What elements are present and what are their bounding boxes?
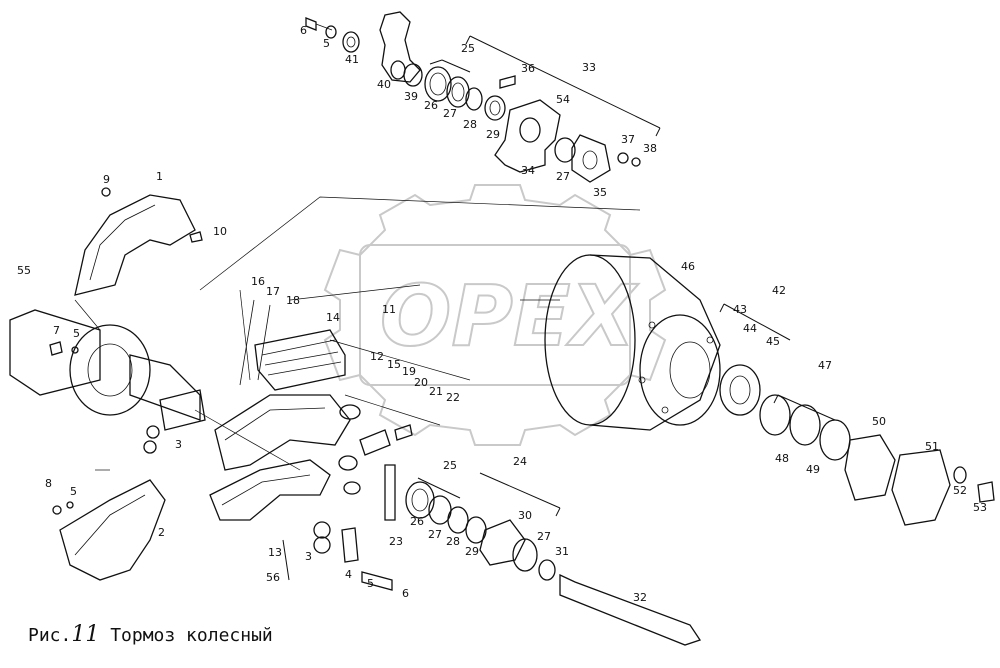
callout-c6a: 6 xyxy=(300,24,307,37)
callout-c45: 45 xyxy=(766,335,780,348)
callout-c5c: 5 xyxy=(70,485,77,498)
group-brackets xyxy=(282,35,836,581)
callout-c3a: 3 xyxy=(175,438,182,451)
callout-c32: 32 xyxy=(633,591,647,604)
dust-shield-upper xyxy=(74,187,203,296)
callout-c17: 17 xyxy=(266,285,280,298)
callout-c19: 19 xyxy=(402,365,416,378)
callout-c35: 35 xyxy=(593,186,607,199)
callout-c12: 12 xyxy=(370,350,384,363)
brake-drum xyxy=(544,254,761,431)
callout-c41: 41 xyxy=(345,53,359,66)
callout-c16: 16 xyxy=(251,275,265,288)
callout-c36: 36 xyxy=(521,62,535,75)
top-assembly xyxy=(305,11,641,183)
callout-c30: 30 xyxy=(518,509,532,522)
callout-c51: 51 xyxy=(925,440,939,453)
callout-c6b: 6 xyxy=(402,587,409,600)
callout-c50: 50 xyxy=(872,415,886,428)
callout-c20: 20 xyxy=(414,376,428,389)
callout-c8: 8 xyxy=(45,477,52,490)
callout-c55: 55 xyxy=(17,264,31,277)
callout-c28a: 28 xyxy=(463,118,477,131)
callout-c27a: 27 xyxy=(443,107,457,120)
callout-c37: 37 xyxy=(621,133,635,146)
callout-c15: 15 xyxy=(387,358,401,371)
caption-number: 11 xyxy=(71,622,100,647)
figure-caption: Рис.11 Тормоз колесный xyxy=(28,622,273,647)
dust-shield-lower xyxy=(52,479,166,581)
brake-shoes xyxy=(209,299,413,591)
callout-c9: 9 xyxy=(103,173,110,186)
callout-c11: 11 xyxy=(382,303,396,316)
callout-c39: 39 xyxy=(404,90,418,103)
callout-c3b: 3 xyxy=(305,550,312,563)
callout-c52: 52 xyxy=(953,484,967,497)
callout-c25b: 25 xyxy=(443,459,457,472)
callout-c13: 13 xyxy=(268,546,282,559)
callout-c24: 24 xyxy=(513,455,527,468)
callout-c29b: 29 xyxy=(465,545,479,558)
callout-c43: 43 xyxy=(733,303,747,316)
callout-c33: 33 xyxy=(582,61,596,74)
caption-prefix: Рис. xyxy=(28,625,72,646)
leader-lines xyxy=(74,196,641,471)
callout-c26a: 26 xyxy=(424,99,438,112)
callout-c42: 42 xyxy=(772,284,786,297)
axle-housing xyxy=(9,309,206,454)
callout-c26b: 26 xyxy=(410,515,424,528)
callout-c46: 46 xyxy=(681,260,695,273)
callout-c5b: 5 xyxy=(73,327,80,340)
callout-c40: 40 xyxy=(377,78,391,91)
callout-c31: 31 xyxy=(555,545,569,558)
callout-c44: 44 xyxy=(743,322,757,335)
callout-c56: 56 xyxy=(266,571,280,584)
callout-c34: 34 xyxy=(521,164,535,177)
callout-c27c: 27 xyxy=(428,528,442,541)
callout-c54: 54 xyxy=(556,93,570,106)
callout-c27d: 27 xyxy=(537,530,551,543)
callout-c18: 18 xyxy=(286,294,300,307)
callout-c23: 23 xyxy=(389,535,403,548)
callout-c53: 53 xyxy=(973,501,987,514)
callout-c7: 7 xyxy=(53,324,60,337)
callout-c1: 1 xyxy=(156,170,163,183)
callout-c14: 14 xyxy=(326,311,340,324)
watermark-text: OPEX xyxy=(380,267,639,365)
callout-c2: 2 xyxy=(158,526,165,539)
callout-c28b: 28 xyxy=(446,535,460,548)
caption-title: Тормоз колесный xyxy=(110,625,273,646)
callout-c10: 10 xyxy=(213,225,227,238)
callout-c29: 29 xyxy=(486,128,500,141)
callout-c22: 22 xyxy=(446,391,460,404)
callout-c5d: 5 xyxy=(367,577,374,590)
callout-c21: 21 xyxy=(429,385,443,398)
camshaft-bearings xyxy=(405,481,702,646)
callout-c49: 49 xyxy=(806,463,820,476)
callout-c25a: 25 xyxy=(461,42,475,55)
callout-c5a: 5 xyxy=(323,37,330,50)
callout-c48: 48 xyxy=(775,452,789,465)
callout-c27b: 27 xyxy=(556,170,570,183)
callout-c4: 4 xyxy=(345,568,352,581)
callout-c47: 47 xyxy=(818,359,832,372)
callout-c38: 38 xyxy=(643,142,657,155)
